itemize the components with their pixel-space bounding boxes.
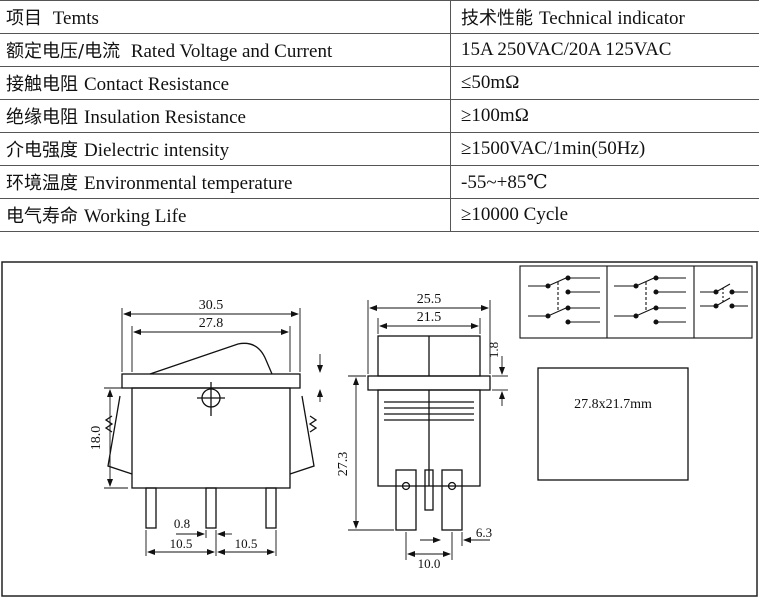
left-clip-teeth [104,415,114,433]
panel-cutout-label: 27.8x21.7mm [574,397,652,412]
front-view-dimensions [348,300,508,560]
spec-label-cn: 额定电压/电流 [6,41,121,62]
tab-hole [401,481,411,491]
spec-row-dielectric: 介电强度 Dielectric intensity ≥1500VAC/1min(5… [0,132,759,166]
right-clip-teeth [308,415,318,433]
spec-label: 绝缘电阻 Insulation Resistance [0,99,451,133]
dim-front-flange: 1.8 [486,342,501,358]
spec-label: 介电强度 Dielectric intensity [0,132,451,166]
header-technical-en: Technical indicator [539,8,685,29]
dim-front-width-body: 21.5 [417,310,442,325]
drawing-frame [1,261,758,597]
spec-label-cn: 介电强度 [6,140,78,161]
terminal [265,487,277,529]
spec-value: ≥1500VAC/1min(50Hz) [450,132,759,166]
spec-row-insulation: 绝缘电阻 Insulation Resistance ≥100mΩ [0,99,759,133]
terminal [145,487,157,529]
side-view [104,342,318,529]
dpdt-symbol [528,275,600,325]
dim-front-terminal-pitch: 10.0 [418,556,441,571]
spec-row-life: 电气寿命 Working Life ≥10000 Cycle [0,198,759,232]
spec-value: ≥10000 Cycle [450,198,759,232]
dpdt-symbol-2 [614,275,686,325]
front-flange [367,375,491,391]
spec-label-en: Rated Voltage and Current [130,41,333,62]
spec-label-en: Environmental temperature [84,173,293,194]
tab-hole [447,481,457,491]
left-clip [107,395,133,475]
front-view [367,335,491,531]
dim-side-width-overall: 30.5 [199,298,224,313]
circuit-box [519,265,753,339]
quick-connect-tab [395,469,417,531]
dim-side-terminal-width: 0.8 [174,516,190,531]
spec-label: 接触电阻 Contact Resistance [0,66,451,100]
spec-label-en: Dielectric intensity [84,140,230,161]
spec-value: 15A 250VAC/20A 125VAC [450,33,759,67]
terminal [205,487,217,529]
spec-label-cn: 绝缘电阻 [6,107,78,128]
dim-side-pitch-left: 10.5 [170,536,193,551]
spec-row-rated: 额定电压/电流 Rated Voltage and Current 15A 25… [0,33,759,67]
spec-header-row: 项目 Temts 技术性能 Technical indicator [0,0,759,34]
center-pin [424,469,434,511]
spec-value: ≤50mΩ [450,66,759,100]
dim-side-height: 18.0 [89,426,104,451]
circuit-symbols [519,265,753,339]
spec-row-temperature: 环境温度 Environmental temperature -55~+85℃ [0,165,759,199]
spec-label-cn: 电气寿命 [6,206,78,227]
header-items: 项目 Temts [0,0,451,34]
spec-row-contact: 接触电阻 Contact Resistance ≤50mΩ [0,66,759,100]
dim-front-height: 27.3 [336,452,351,477]
spec-label-cn: 接触电阻 [6,74,78,95]
dim-side-pitch-right: 10.5 [235,536,258,551]
spec-label-en: Contact Resistance [84,74,230,95]
spec-label-en: Insulation Resistance [84,107,246,128]
header-items-cn: 项目 [6,8,42,29]
header-items-en: Temts [52,8,99,29]
quick-connect-tab [441,469,463,531]
spec-label: 电气寿命 Working Life [0,198,451,232]
dim-side-width-body: 27.8 [199,316,224,331]
right-clip [289,395,315,475]
header-technical: 技术性能 Technical indicator [450,0,759,34]
dimension-drawing: 30.5 27.8 18.0 0.8 10.5 10.5 [0,256,759,598]
spec-value: -55~+85℃ [450,165,759,199]
spec-label: 额定电压/电流 Rated Voltage and Current [0,33,451,67]
drawing-svg: 30.5 27.8 18.0 0.8 10.5 10.5 [1,261,758,597]
dim-front-terminal-width: 6.3 [476,525,492,540]
header-technical-cn: 技术性能 [461,8,533,29]
rocker-cap [149,342,273,375]
spec-label: 环境温度 Environmental temperature [0,165,451,199]
panel-cutout-box [537,367,689,481]
dim-front-width-overall: 25.5 [417,292,442,307]
dpst-symbol [700,283,748,309]
spec-label-cn: 环境温度 [6,173,78,194]
side-view-dimensions [104,308,323,556]
spec-label-en: Working Life [84,206,187,227]
spec-table: 项目 Temts 技术性能 Technical indicator 额定电压/电流… [0,0,759,232]
spec-value: ≥100mΩ [450,99,759,133]
